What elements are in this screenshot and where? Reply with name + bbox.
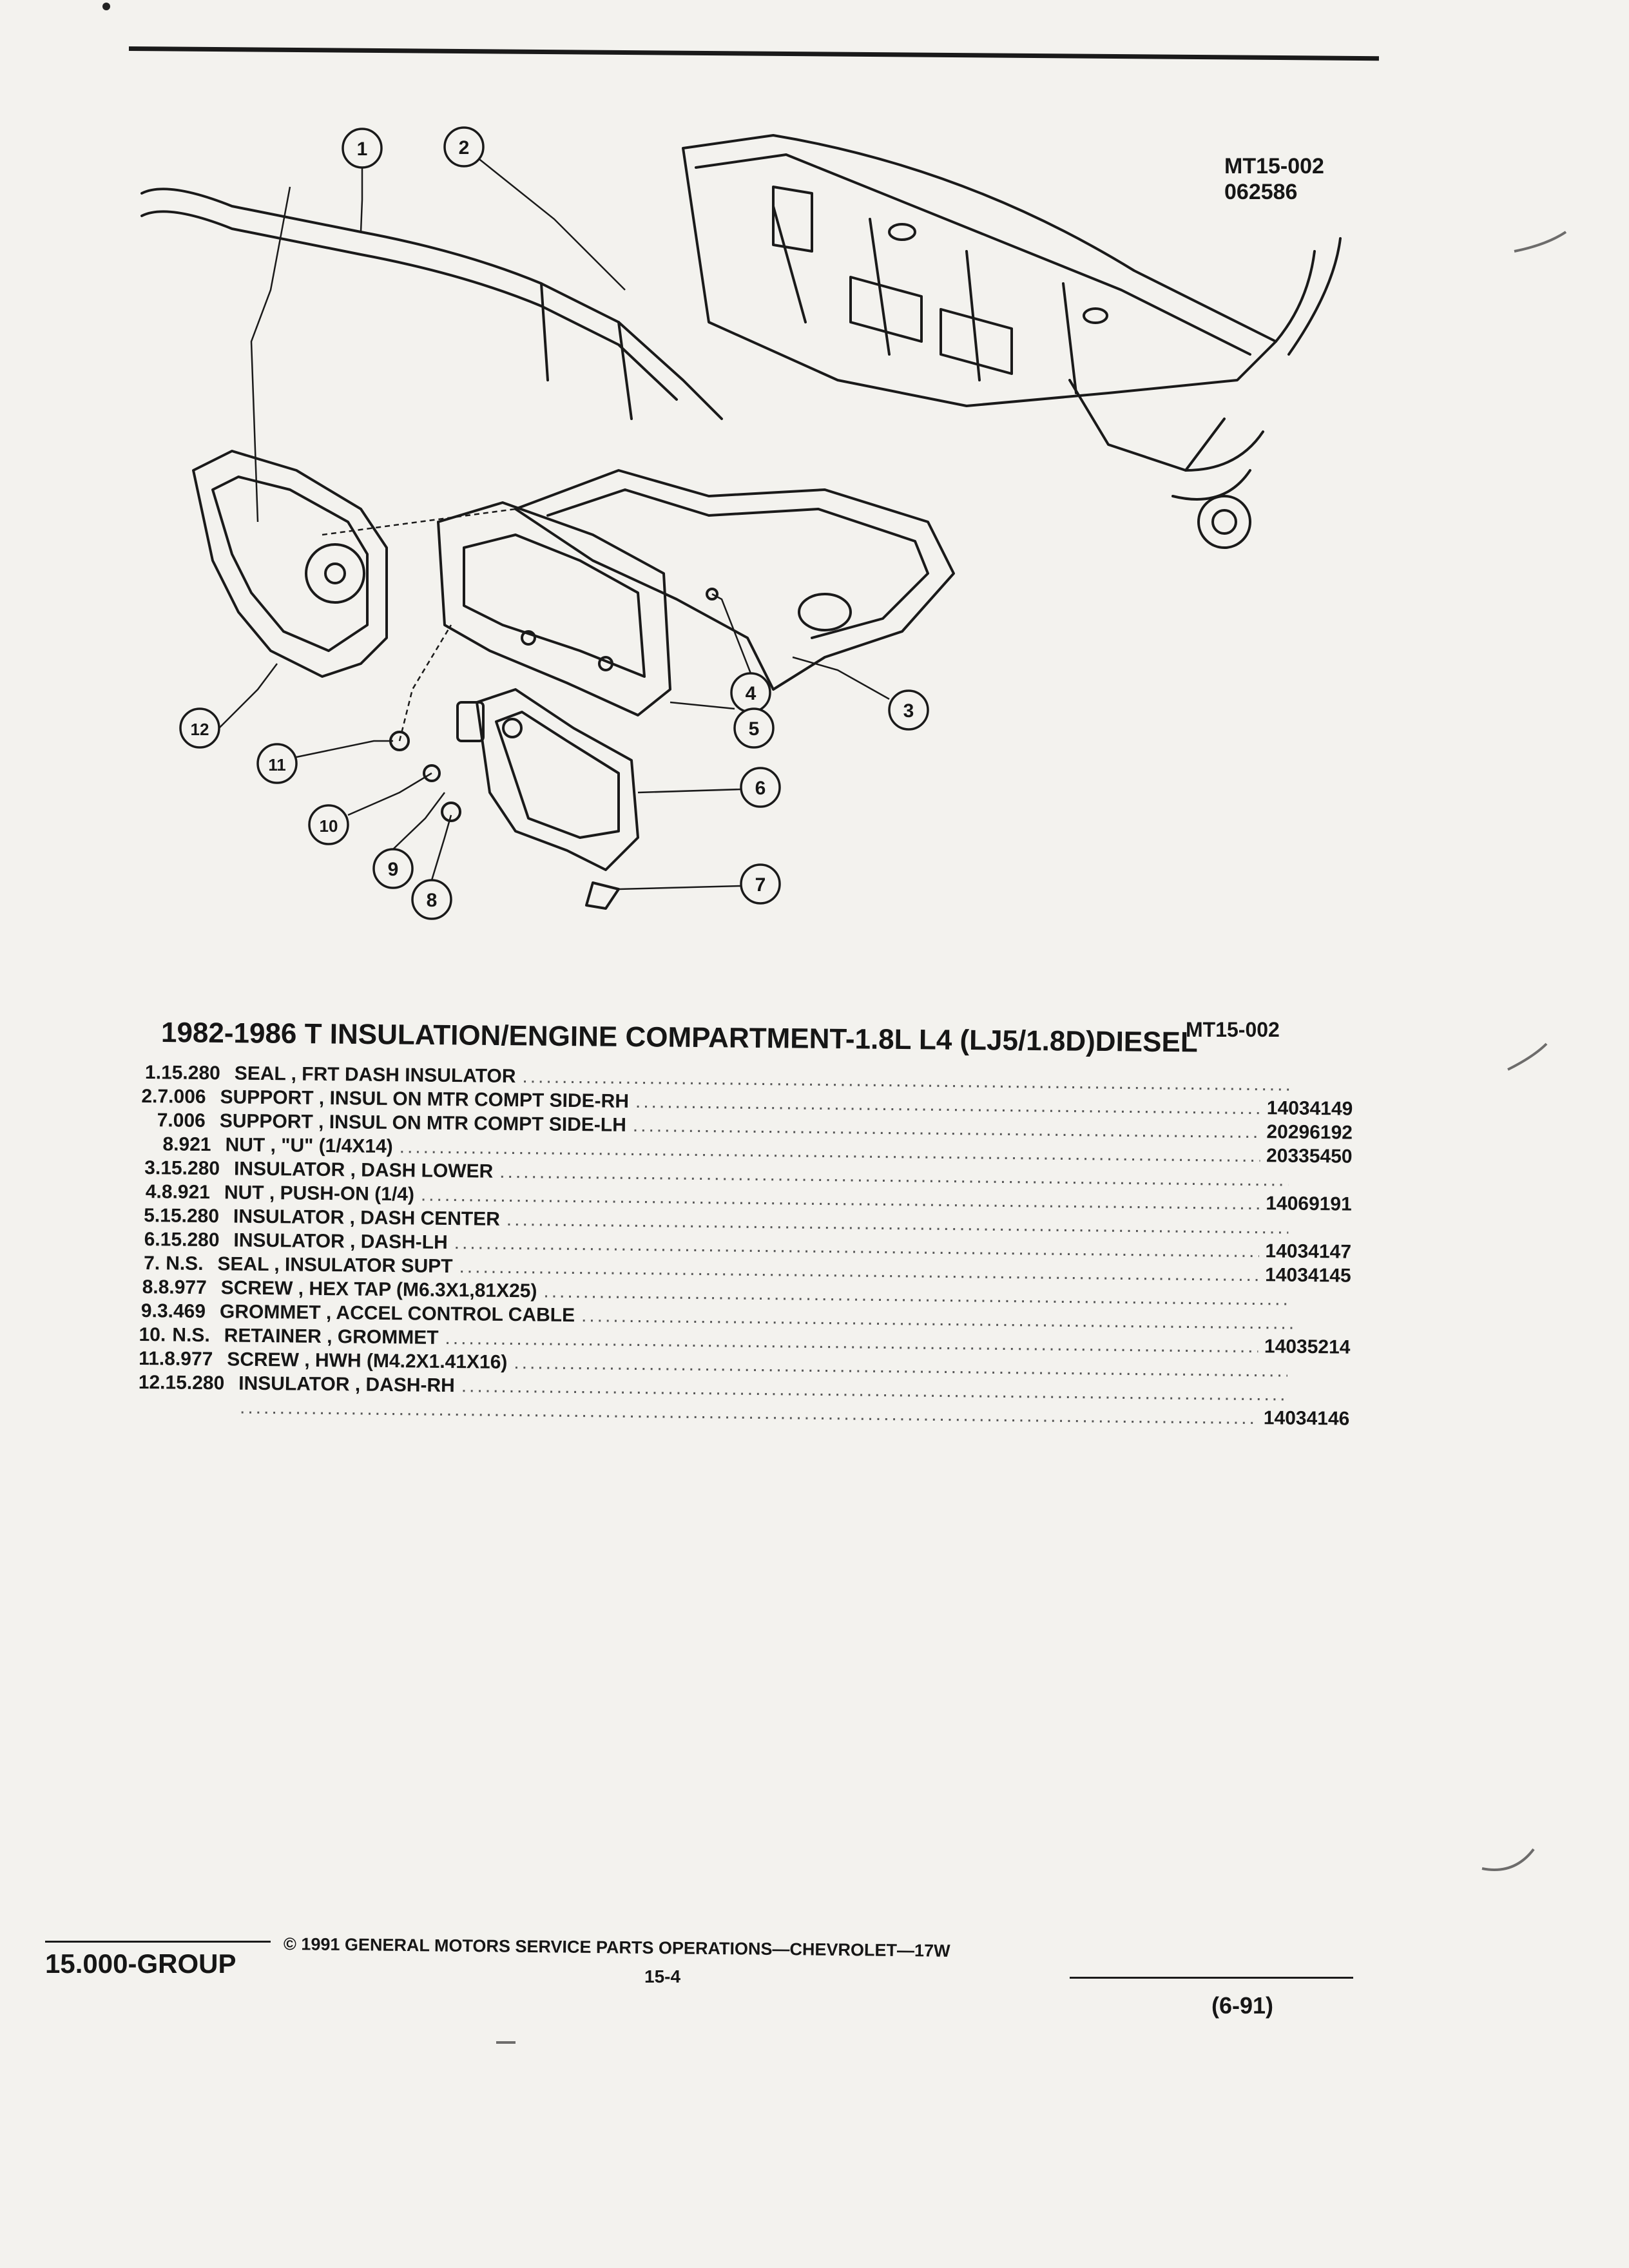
- figure-id-line1: MT15-002: [1224, 154, 1324, 178]
- insulator-dash-center: [437, 501, 671, 716]
- footer-rule: [45, 1941, 271, 1943]
- part-number: 14035214: [1264, 1336, 1351, 1358]
- part-description: INSULATOR , DASH-LH: [233, 1229, 448, 1253]
- top-rule: [128, 46, 1379, 61]
- footer-copyright: © 1991 GENERAL MOTORS SERVICE PARTS OPER…: [283, 1934, 950, 1961]
- footer-rule-right: [1070, 1977, 1353, 1979]
- item-number: 4.: [145, 1181, 162, 1203]
- part-number: [1295, 1186, 1352, 1187]
- insulator-dash-rh: [192, 450, 388, 678]
- part-description: INSULATOR , DASH CENTER: [233, 1206, 501, 1230]
- callout-label-6: 6: [755, 778, 766, 799]
- insulator-dash-lh: [476, 688, 639, 871]
- callout-circle-9: [372, 848, 414, 889]
- part-number: [1296, 1305, 1351, 1306]
- callout-circle-12: [179, 707, 220, 749]
- page-number: 15-4: [644, 1966, 681, 1986]
- part-number: 14034146: [1263, 1407, 1350, 1430]
- part-description: SUPPORT , INSUL ON MTR COMPT SIDE-LH: [219, 1110, 627, 1136]
- callout-label-1: 1: [357, 139, 368, 160]
- group-number: [164, 1412, 219, 1413]
- part-description: SEAL , INSULATOR SUPT: [217, 1253, 453, 1278]
- group-number: 15.280: [160, 1062, 220, 1084]
- seal-front-dash-insulator: [140, 187, 723, 420]
- item-number: 2.: [141, 1085, 158, 1108]
- part-description: INSULATOR , DASH-RH: [238, 1372, 455, 1397]
- insulator-dash-lower: [514, 469, 955, 691]
- figure-id: MT15-002 062586: [1224, 153, 1324, 205]
- callout-label-5: 5: [749, 718, 760, 740]
- part-description: SCREW , HWH (M4.2X1.41X16): [227, 1349, 508, 1373]
- group-number: 15.280: [160, 1229, 220, 1251]
- part-description: GROMMET , ACCEL CONTROL CABLE: [219, 1301, 575, 1327]
- group-number: 8.921: [161, 1181, 211, 1204]
- callout-label-8: 8: [427, 890, 438, 911]
- group-number: 7.006: [157, 1110, 206, 1132]
- section-heading: 1982-1986 T INSULATION/ENGINE COMPARTMEN…: [160, 1017, 1198, 1059]
- part-number: 14034149: [1266, 1097, 1353, 1120]
- group-number: 3.469: [157, 1300, 206, 1323]
- part-number: 14034145: [1264, 1264, 1351, 1287]
- part-description: SUPPORT , INSUL ON MTR COMPT SIDE-RH: [220, 1086, 630, 1112]
- group-number: N.S.: [165, 1253, 204, 1275]
- callout-label-3: 3: [903, 700, 914, 722]
- group-number: 8.977: [158, 1276, 207, 1299]
- callout-label-11: 11: [268, 755, 286, 774]
- item-number: 8.: [142, 1276, 159, 1298]
- callout-label-4: 4: [746, 683, 757, 704]
- callout-circle-8: [411, 879, 452, 920]
- part-number: [1294, 1377, 1350, 1378]
- callout-label-10: 10: [320, 816, 338, 836]
- part-number: 14069191: [1266, 1193, 1352, 1215]
- group-number: 8.977: [164, 1348, 213, 1370]
- callout-label-9: 9: [388, 859, 399, 880]
- item-number: 7.: [143, 1253, 160, 1274]
- part-description: RETAINER , GROMMET: [224, 1325, 439, 1349]
- item-number: 6.: [144, 1229, 160, 1251]
- part-description: SCREW , HEX TAP (M6.3X1,81X25): [220, 1277, 537, 1302]
- exploded-parts-diagram: 1 2 3 4 5 6 7 8 9 10 11 12: [140, 126, 1342, 920]
- group-number: 15.280: [160, 1205, 220, 1227]
- item-number: 1.: [144, 1062, 162, 1084]
- part-description: SEAL , FRT DASH INSULATOR: [234, 1062, 516, 1088]
- part-number: 20335450: [1266, 1145, 1353, 1168]
- cowl-panel: [682, 134, 1342, 549]
- callout-circle-11: [256, 743, 298, 784]
- part-number: [1295, 1234, 1351, 1235]
- item-number: 9.: [140, 1300, 158, 1322]
- group-number: 15.280: [160, 1157, 220, 1180]
- revision-date: (6-91): [1211, 1992, 1274, 2019]
- group-number: N.S.: [172, 1324, 210, 1347]
- group-number: 15.280: [165, 1372, 225, 1394]
- part-description: NUT , PUSH-ON (1/4): [224, 1182, 415, 1206]
- item-number: 11.: [139, 1347, 165, 1370]
- callout-circle-5: [733, 707, 775, 749]
- part-number: [1299, 1329, 1351, 1330]
- footer-group-label: 15.000-GROUP: [45, 1948, 236, 1979]
- callout-circle-2: [443, 126, 485, 168]
- item-number: 3.: [144, 1157, 161, 1179]
- callout-label-12: 12: [191, 720, 209, 739]
- callout-circle-6: [740, 767, 781, 808]
- part-description: NUT , "U" (1/4X14): [225, 1134, 393, 1158]
- figure-reference: MT15-002: [1186, 1018, 1280, 1041]
- callout-circle-1: [342, 128, 383, 169]
- item-number: 12.: [138, 1371, 166, 1394]
- group-number: 7.006: [157, 1086, 206, 1108]
- part-description: INSULATOR , DASH LOWER: [233, 1158, 494, 1182]
- group-number: 8.921: [162, 1133, 211, 1156]
- callout-circle-3: [888, 689, 929, 731]
- callout-circle-10: [308, 804, 349, 845]
- callout-label-2: 2: [459, 137, 470, 159]
- item-number: 10.: [139, 1323, 166, 1346]
- part-number: 14034147: [1265, 1240, 1352, 1263]
- callout-circle-7: [740, 863, 781, 905]
- part-number: 20296192: [1266, 1121, 1353, 1144]
- item-number: 5.: [144, 1205, 160, 1227]
- figure-id-line2: 062586: [1224, 180, 1298, 204]
- callout-label-7: 7: [755, 874, 766, 896]
